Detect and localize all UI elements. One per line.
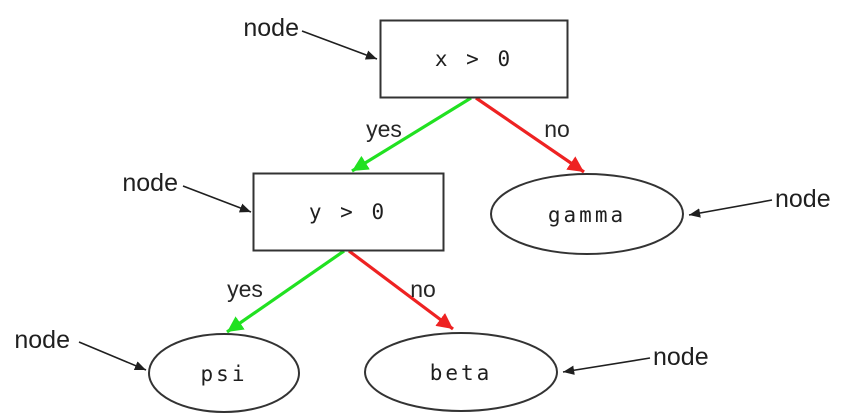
annotation-gamma-arrow: [688, 199, 773, 218]
annotation-psi-label: node: [14, 326, 70, 354]
node-gamma: gamma: [490, 173, 684, 255]
node-inner-label: y > 0: [309, 200, 387, 224]
node-root-rect: [379, 19, 569, 99]
node-psi: psi: [148, 333, 300, 413]
node-gamma-label: gamma: [548, 203, 626, 227]
node-beta-ellipse: [364, 332, 558, 412]
annotation-root: node: [243, 14, 378, 60]
annotation-inner-arrow: [182, 185, 252, 213]
edge-label-no-inner: no: [410, 276, 436, 302]
node-beta-label: beta: [430, 361, 493, 385]
node-gamma-ellipse: [490, 173, 684, 255]
edge-inner-yes-arrow: [226, 249, 345, 334]
edge-root-yes-arrow: [351, 96, 472, 173]
annotation-beta-label: node: [653, 343, 709, 371]
node-psi-label: psi: [201, 362, 248, 386]
annotation-inner: node: [122, 169, 252, 213]
annotation-psi: node: [14, 326, 147, 371]
annotation-inner-label: node: [122, 169, 178, 197]
node-root: x > 0: [379, 19, 569, 99]
edges: yes no yes no: [226, 96, 585, 334]
node-root-label: x > 0: [435, 47, 513, 71]
annotation-beta-arrow: [562, 357, 651, 375]
annotation-root-arrow: [301, 30, 378, 60]
edge-root-no-arrow: [475, 96, 585, 174]
annotation-gamma: node: [688, 185, 831, 218]
node-psi-ellipse: [148, 333, 300, 413]
edge-label-yes-root: yes: [366, 116, 402, 142]
edge-label-yes-inner: yes: [227, 276, 263, 302]
node-beta: beta: [364, 332, 558, 412]
annotation-beta: node: [562, 343, 709, 375]
annotation-psi-arrow: [78, 341, 147, 371]
node-inner: y > 0: [252, 172, 445, 252]
edge-label-no-root: no: [544, 116, 570, 142]
annotation-gamma-label: node: [775, 185, 831, 213]
edge-inner-no-arrow: [348, 249, 454, 331]
node-inner-rect: [252, 172, 445, 252]
annotation-root-label: node: [243, 14, 299, 42]
